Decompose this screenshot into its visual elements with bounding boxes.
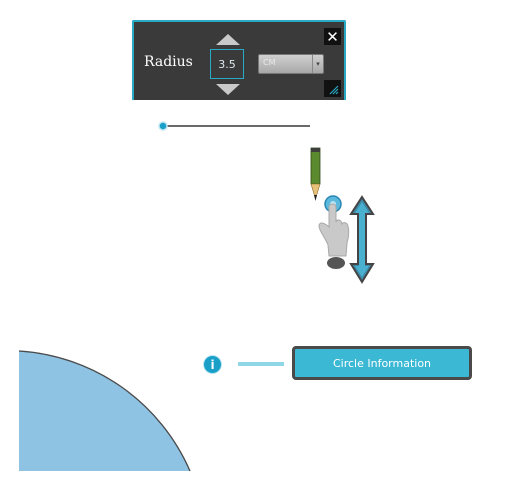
unit-select[interactable]: CM ▾ — [258, 54, 324, 74]
radius-label: Radius — [144, 54, 193, 70]
chevron-down-icon: ▾ — [312, 55, 323, 73]
circle-information-button[interactable]: Circle Information — [292, 346, 472, 380]
resize-icon — [329, 85, 339, 95]
radius-line — [158, 121, 310, 131]
pencil-icon — [310, 147, 321, 201]
info-icon[interactable]: i — [203, 355, 222, 374]
increment-arrow-icon[interactable] — [216, 34, 240, 45]
close-icon: ✕ — [326, 27, 339, 46]
radius-value-field[interactable]: 3.5 — [210, 49, 244, 79]
unit-select-value: CM — [263, 58, 276, 67]
resize-handle[interactable] — [324, 80, 341, 97]
radius-panel: Radius 3.5 CM ▾ ✕ — [132, 20, 346, 100]
center-point-handle[interactable] — [158, 121, 168, 131]
connector-line — [238, 362, 284, 366]
hand-drag-icon — [318, 195, 350, 269]
vertical-arrow-icon[interactable] — [349, 194, 375, 286]
decrement-arrow-icon[interactable] — [216, 84, 240, 95]
circle-shape[interactable] — [0, 340, 200, 475]
close-button[interactable]: ✕ — [324, 27, 341, 46]
info-icon-glyph: i — [210, 357, 215, 372]
